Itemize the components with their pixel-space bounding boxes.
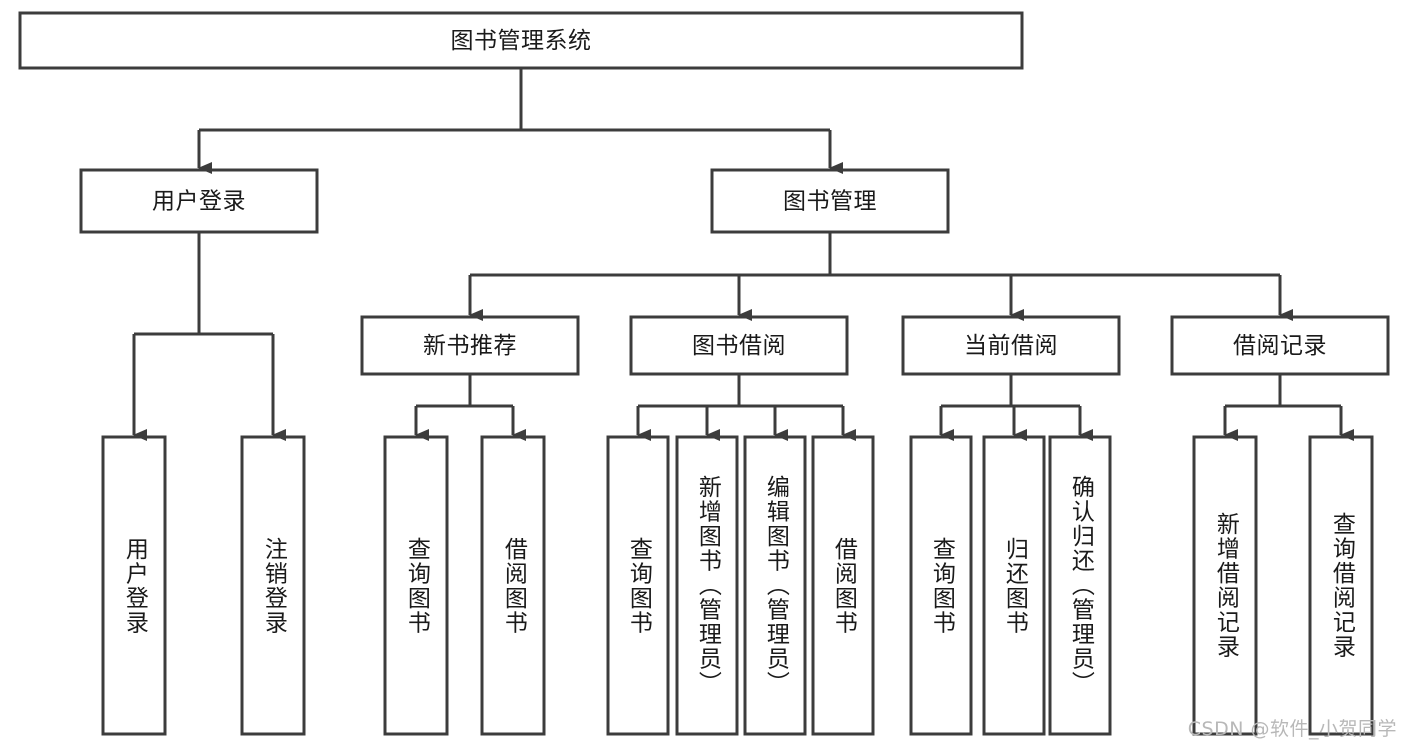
node-leaf-query-book-borrow[interactable] [606,435,670,736]
node-leaf-user-logout[interactable] [240,435,306,736]
node-current-borrow-label: 当前借阅 [964,333,1058,359]
node-user-login[interactable] [79,168,319,234]
node-leaf-add-book[interactable] [675,435,739,736]
connector-lines-group [132,68,1354,441]
node-leaf-confirm-return[interactable] [1048,435,1112,736]
node-leaf-edit-book[interactable] [743,435,807,736]
node-boxes-group [18,11,1390,736]
node-leaf-query-book-cur[interactable] [909,435,973,736]
node-current-borrow[interactable] [901,315,1121,376]
node-root[interactable] [18,11,1024,70]
node-leaf-query-record[interactable] [1308,435,1374,736]
node-user-login-label: 用户登录 [152,189,246,215]
node-leaf-user-login[interactable] [101,435,167,736]
node-new-book-recommend-label: 新书推荐 [423,333,517,359]
node-leaf-query-book-rec[interactable] [383,435,449,736]
node-leaf-add-record[interactable] [1192,435,1258,736]
node-new-book-recommend[interactable] [360,315,580,376]
node-root-label: 图书管理系统 [451,28,592,54]
watermark-text: CSDN @软件_小贺同学 [1187,718,1397,740]
node-leaf-return-book[interactable] [982,435,1046,736]
node-leaf-borrow-book[interactable] [811,435,875,736]
node-leaf-borrow-book-rec[interactable] [480,435,546,736]
node-borrow-record-label: 借阅记录 [1233,333,1327,359]
node-book-manage-label: 图书管理 [783,189,877,215]
node-book-borrow-label: 图书借阅 [692,333,786,359]
